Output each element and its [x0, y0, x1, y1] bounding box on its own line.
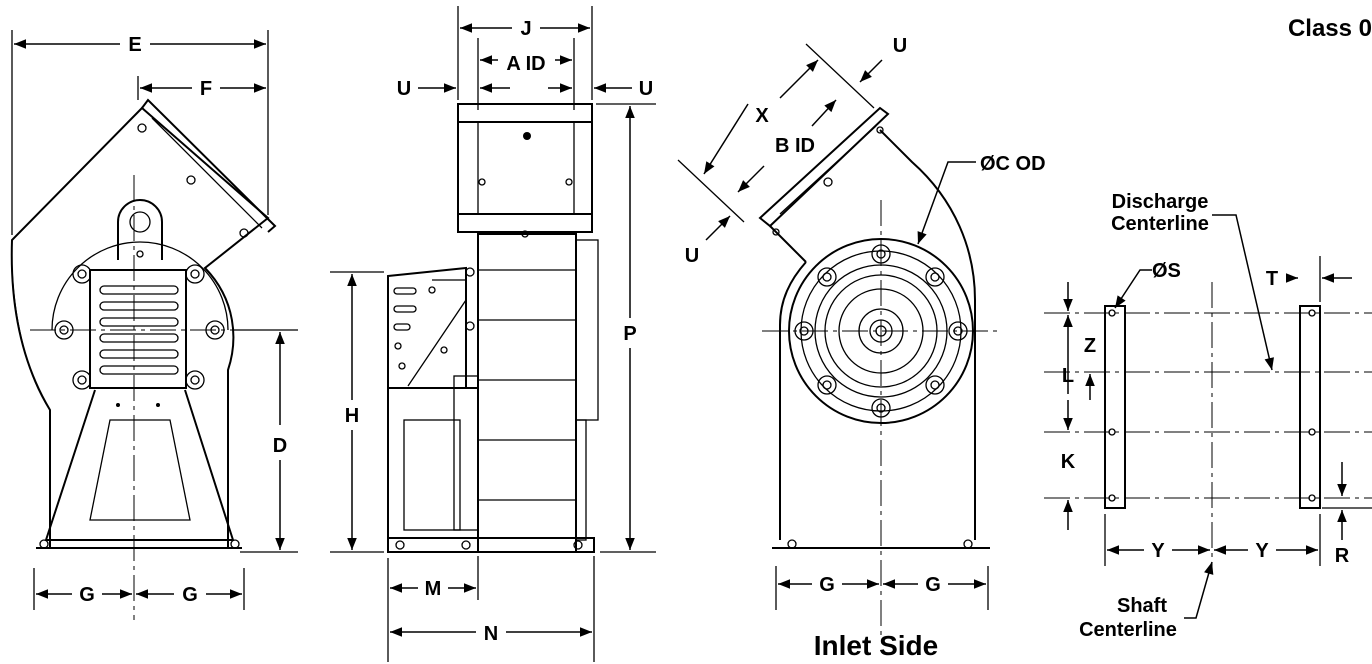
dim-G-right-label: G	[182, 584, 198, 606]
dim-C-OD-label: ØC OD	[980, 153, 1046, 175]
lifting-lug	[117, 199, 163, 260]
inlet-side-view: X B ID U U ØC OD G G Inlet Side	[677, 35, 1046, 661]
dim-Y-right-label: Y	[1255, 540, 1269, 562]
dim-M-label: M	[425, 578, 442, 600]
shaft-centerline-note-2: Centerline	[1079, 619, 1177, 641]
dim-A-ID-label: A ID	[506, 53, 545, 75]
dim-T-label: T	[1266, 268, 1278, 290]
dim-K-label: K	[1061, 451, 1076, 473]
discharge-flange	[141, 98, 277, 233]
side-view: J A ID U U P H M N	[330, 6, 656, 662]
dim-D-label: D	[273, 435, 287, 457]
bearing-guard	[89, 269, 187, 389]
dim-Z-label: Z	[1084, 335, 1096, 357]
dim-R-label: R	[1335, 545, 1350, 567]
dim-F-label: F	[200, 78, 212, 100]
motor-bracket	[387, 266, 467, 389]
dim-E-label: E	[128, 34, 141, 56]
pedestal	[44, 389, 235, 541]
dim-Y-left-label: Y	[1151, 540, 1165, 562]
dim-L-label: L	[1062, 365, 1074, 387]
discharge-centerline-note-2: Centerline	[1111, 213, 1209, 235]
dim-U-right-label: U	[639, 78, 653, 100]
motor-base	[387, 387, 479, 539]
inlet-side-caption: Inlet Side	[814, 630, 938, 661]
dim-G-inlet-right-label: G	[925, 574, 941, 596]
inlet-housing	[779, 261, 807, 540]
dim-B-ID-label: B ID	[775, 135, 815, 157]
dim-G-inlet-left-label: G	[819, 574, 835, 596]
footprint-view: Z L K ØS T R Y Y Discharge Centerline	[1044, 15, 1372, 641]
drive-side-view: E F D G G	[10, 30, 298, 620]
dim-S-label: ØS	[1152, 260, 1181, 282]
discharge-outlet	[457, 103, 593, 233]
base-rail	[387, 537, 595, 553]
dim-U-left-label: U	[397, 78, 411, 100]
base-rail-right	[1299, 305, 1321, 509]
dim-U-diag-top-label: U	[893, 35, 907, 57]
housing-body	[477, 233, 577, 553]
dim-N-label: N	[484, 623, 498, 645]
dim-P-label: P	[623, 323, 636, 345]
dim-U-diag-bottom-label: U	[685, 245, 699, 267]
outlet-flange	[758, 106, 890, 228]
discharge-centerline-note-1: Discharge	[1112, 191, 1209, 213]
dim-H-label: H	[345, 405, 359, 427]
shaft-centerline-note-1: Shaft	[1117, 595, 1167, 617]
dim-X-label: X	[755, 105, 769, 127]
class-label: Class 0	[1288, 15, 1372, 42]
dim-G-left-label: G	[79, 584, 95, 606]
dim-J-label: J	[520, 18, 531, 40]
base-rail-left	[1104, 305, 1126, 509]
